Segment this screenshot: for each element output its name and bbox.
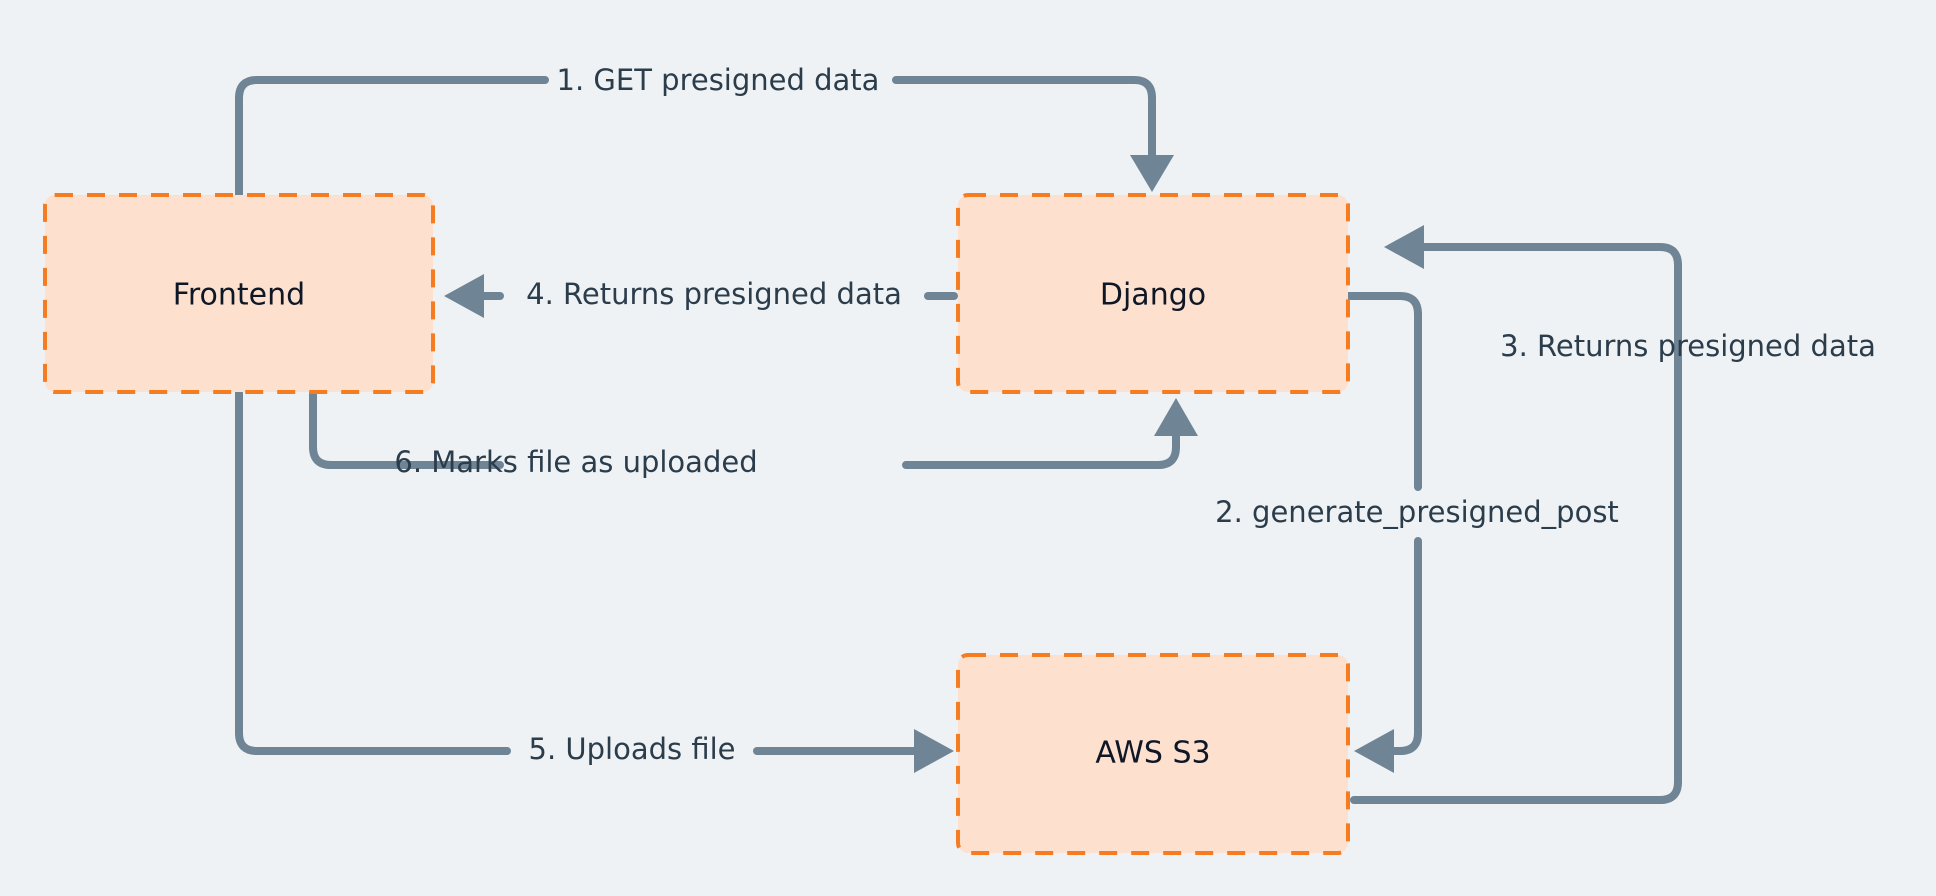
edge-2-path-upper [1344, 292, 1422, 491]
node-aws-s3[interactable]: AWS S3 [956, 653, 1350, 855]
node-django-label: Django [1100, 278, 1206, 313]
edge-1-path-left [235, 76, 549, 200]
edge-3-path-upper [1416, 243, 1682, 324]
edge-5-label: 5. Uploads file [529, 732, 736, 766]
node-aws-s3-label: AWS S3 [1095, 736, 1210, 771]
node-frontend-label: Frontend [173, 278, 305, 313]
node-frontend-box[interactable] [43, 193, 435, 394]
edge-6-marks-file-as-uploaded: 6. Marks file as uploaded [309, 389, 1198, 479]
node-django[interactable]: Django [956, 193, 1350, 394]
edge-4-returns-presigned-data: 4. Returns presigned data [444, 274, 958, 318]
edge-6-path-left [309, 389, 504, 469]
edge-5-arrowhead [914, 729, 954, 773]
edge-1-get-presigned-data: 1. GET presigned data [235, 63, 1174, 200]
edge-2-generate-presigned-post: 2. generate_presigned_post [1215, 292, 1619, 773]
edge-6-path-right [902, 426, 1180, 469]
edge-1-label: 1. GET presigned data [557, 63, 880, 97]
edge-3-label: 3. Returns presigned data [1500, 329, 1876, 363]
edge-4-arrowhead [444, 274, 484, 318]
edge-6-arrowhead [1154, 398, 1198, 436]
edge-1-path-right [892, 76, 1156, 164]
edge-2-label: 2. generate_presigned_post [1215, 495, 1619, 529]
edge-2-arrowhead [1354, 729, 1394, 773]
node-django-box[interactable] [956, 193, 1350, 394]
edge-5-path [235, 389, 511, 755]
edge-1-arrowhead [1130, 155, 1174, 192]
edge-3-path-lower [1350, 317, 1682, 804]
edge-5-uploads-file: 5. Uploads file [235, 389, 954, 773]
edge-2-path-lower [1388, 537, 1422, 755]
edge-6-label: 6. Marks file as uploaded [394, 445, 757, 479]
node-frontend[interactable]: Frontend [43, 193, 435, 394]
node-aws-s3-box[interactable] [956, 653, 1350, 855]
edge-4-label: 4. Returns presigned data [526, 277, 902, 311]
edge-3-returns-presigned-data: 3. Returns presigned data [1350, 225, 1876, 804]
edge-3-arrowhead [1384, 225, 1424, 269]
